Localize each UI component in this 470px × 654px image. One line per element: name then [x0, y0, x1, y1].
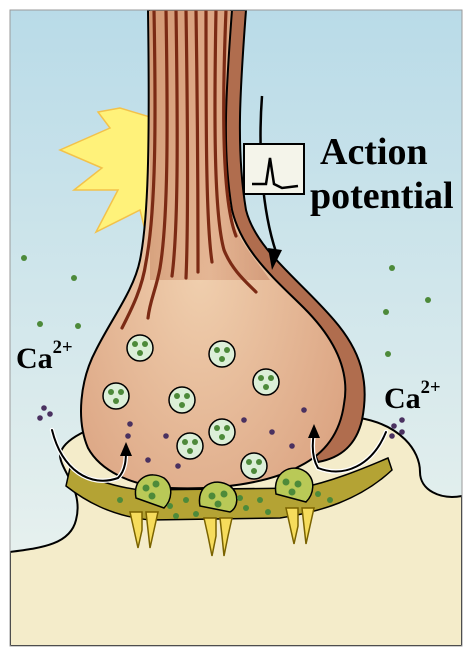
synaptic-vesicle [252, 368, 280, 396]
calcium-charge: 2+ [52, 337, 73, 359]
calcium-ions [37, 405, 405, 469]
synaptic-vesicle [208, 340, 236, 368]
calcium-label-left: Ca2+ [16, 338, 73, 375]
fusing-vesicles [134, 467, 314, 513]
synaptic-vesicles [102, 334, 280, 480]
figure-frame [9, 9, 463, 647]
receptor-channel [129, 507, 315, 557]
action-potential-trace-icon [243, 143, 305, 195]
synaptic-vesicle [102, 382, 130, 410]
calcium-symbol: Ca [384, 382, 421, 415]
calcium-symbol: Ca [16, 342, 53, 375]
axon-fibers [120, 10, 258, 330]
calcium-label-right: Ca2+ [384, 378, 441, 415]
synaptic-vesicle [208, 418, 236, 446]
action-potential-label-line2: potential [310, 175, 454, 217]
action-potential-label: Action [320, 131, 428, 173]
synaptic-vesicle [240, 452, 268, 480]
synaptic-vesicle [176, 432, 204, 460]
axon-shaft [150, 10, 270, 280]
calcium-charge: 2+ [420, 377, 441, 399]
synaptic-vesicle [126, 334, 154, 362]
synaptic-vesicle [168, 386, 196, 414]
neurotransmitter-molecules [21, 255, 431, 519]
